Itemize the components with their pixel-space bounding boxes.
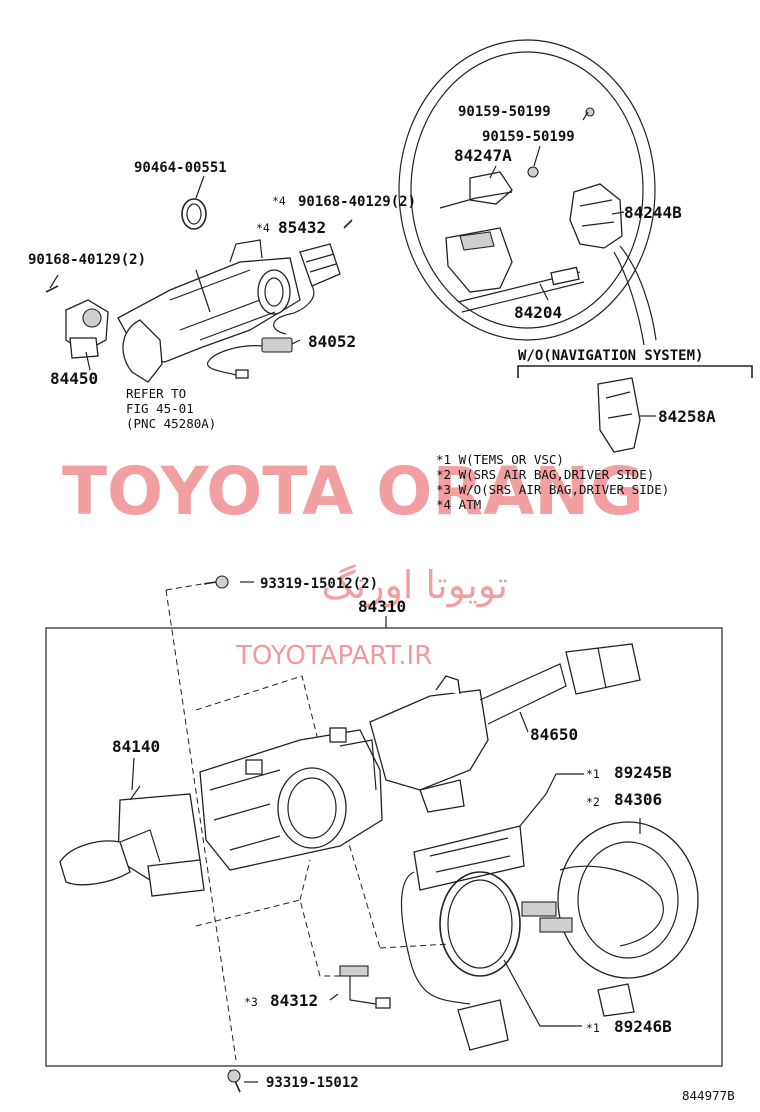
label-84306: 84306 (614, 790, 662, 809)
mark-84306: *2 (586, 795, 600, 809)
footnote-3: *3 W/O(SRS AIR BAG,DRIVER SIDE) (436, 482, 669, 497)
label-84312: 84312 (270, 991, 318, 1010)
refer-line-2: FIG 45-01 (126, 401, 194, 416)
footnote-1: *1 W(TEMS OR VSC) (436, 452, 564, 467)
label-84450: 84450 (50, 369, 98, 388)
combination-switch-drawing (45, 575, 723, 1093)
footnote-4: *4 ATM (436, 497, 481, 512)
watermark-brand: TOYOTA ORANG (62, 453, 644, 530)
label-93319-15012-bottom: 93319-15012 (266, 1075, 359, 1091)
mark-90168-right: *4 (272, 194, 286, 208)
label-89246b: 89246B (614, 1017, 672, 1036)
label-84244b: 84244B (624, 203, 682, 222)
refer-line-1: REFER TO (126, 386, 186, 401)
label-90168-40129-left: 90168-40129(2) (28, 252, 146, 268)
label-90168-40129-right: 90168-40129(2) (298, 194, 416, 210)
watermark-site: TOYOTAPART.IR (235, 641, 432, 671)
label-90159-50199-b: 90159-50199 (482, 129, 575, 145)
footnotes: *1 W(TEMS OR VSC) *2 W(SRS AIR BAG,DRIVE… (436, 452, 669, 512)
steering-column-drawing (45, 175, 353, 383)
steering-wheel-drawing (398, 39, 657, 346)
refer-line-3: (PNC 45280A) (126, 416, 216, 431)
leader-84140 (131, 757, 135, 791)
watermark-farsi: تویوتا اورنگ (322, 563, 509, 608)
label-84310: 84310 (358, 597, 406, 616)
label-84258a: 84258A (658, 407, 716, 426)
footnote-2: *2 W(SRS AIR BAG,DRIVER SIDE) (436, 467, 654, 482)
label-84052: 84052 (308, 332, 356, 351)
switch-84258a-drawing (597, 377, 656, 453)
mark-89246b: *1 (586, 1021, 600, 1035)
label-84204: 84204 (514, 303, 562, 322)
label-85432: 85432 (278, 218, 326, 237)
mark-89245b: *1 (586, 767, 600, 781)
label-89245b: 89245B (614, 763, 672, 782)
mark-85432: *4 (256, 221, 270, 235)
label-90464-00551: 90464-00551 (134, 160, 227, 176)
caption-without-navigation: W/O(NAVIGATION SYSTEM) (518, 348, 703, 364)
mark-84312: *3 (244, 995, 258, 1009)
nav-bracket-line (517, 365, 753, 378)
label-84140: 84140 (112, 737, 160, 756)
label-84247a: 84247A (454, 146, 512, 165)
leader-84650 (519, 711, 529, 733)
label-93319-15012-top: 93319-15012(2) (260, 576, 378, 592)
label-84650: 84650 (530, 725, 578, 744)
figure-code: 844977B (682, 1088, 735, 1103)
label-90159-50199-a: 90159-50199 (458, 104, 551, 120)
